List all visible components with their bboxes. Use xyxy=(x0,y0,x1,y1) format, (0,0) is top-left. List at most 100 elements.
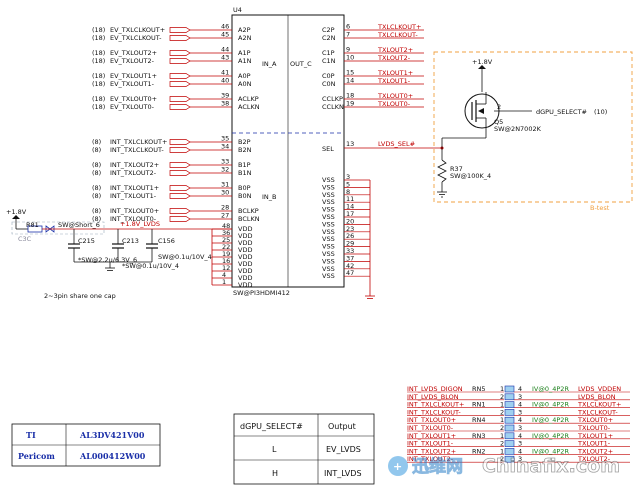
pin-name: VSS xyxy=(322,265,335,273)
pin-name: VDD xyxy=(238,253,252,261)
pin-number: 35 xyxy=(221,135,229,143)
net-page-ref: (18) xyxy=(92,80,105,88)
off-page-connector-icon xyxy=(169,185,191,191)
rn-pin: 2 xyxy=(500,393,504,401)
net-label: INT_TXLOUT0+ xyxy=(110,207,159,215)
off-page-connector-icon xyxy=(169,58,191,64)
cap-note: 2~3pin share one cap xyxy=(44,292,116,300)
sel-pin-num: 13 xyxy=(346,140,354,148)
q5-gate-pin: 2 xyxy=(497,103,501,111)
vendor-2-name: Pericom xyxy=(18,451,55,461)
truth-header-output: Output xyxy=(328,422,356,431)
watermark-cn: 迅维网 xyxy=(412,456,463,477)
rn-pin: 4 xyxy=(518,401,522,409)
pin-number: 14 xyxy=(346,203,354,211)
pin-name: VSS xyxy=(322,250,335,258)
pin-name: B1P xyxy=(238,161,251,169)
net-label: TXLOUT2- xyxy=(377,54,411,62)
net-label: INT_TXLOUT0- xyxy=(110,215,157,223)
pin-name: A1N xyxy=(238,57,252,65)
rn-left-net: INT_TXLOUT1+ xyxy=(407,432,456,440)
off-page-connector-icon xyxy=(169,73,191,79)
pin-number: 46 xyxy=(221,23,229,31)
pin-name: B0N xyxy=(238,192,252,200)
chinafix-logo-icon xyxy=(388,456,408,476)
net-label: TXLOUT0+ xyxy=(377,92,413,100)
r37-value: SW@100K_4 xyxy=(450,172,491,180)
rn-pin: 2 xyxy=(500,424,504,432)
off-page-connector-icon xyxy=(169,27,191,33)
rn-right-net: TXLCLKOUT+ xyxy=(577,401,621,409)
pin-number: 42 xyxy=(346,262,354,270)
vendor-2-part: AL000412W00 xyxy=(79,451,146,461)
net-label: TXLOUT1+ xyxy=(377,69,413,77)
rn-left-net: INT_TXLCLKOUT- xyxy=(407,408,461,416)
c156-capacitor-icon xyxy=(146,229,158,262)
pin-number: 12 xyxy=(222,264,230,272)
off-page-connector-icon xyxy=(169,193,191,199)
net-label: INT_TXLOUT2+ xyxy=(110,161,159,169)
pin-name: BCLKN xyxy=(238,215,260,223)
net-label: INT_TXLCLKOUT+ xyxy=(110,138,167,146)
pin-name: VDD xyxy=(238,232,252,240)
net-page-ref: (8) xyxy=(92,138,101,146)
rn-pin: 3 xyxy=(518,393,522,401)
pin-name: B1N xyxy=(238,169,252,177)
rail-left-label: +1.8V xyxy=(6,208,27,216)
rn-pin: 4 xyxy=(518,432,522,440)
pin-number: 36 xyxy=(222,229,230,237)
pin-number: 19 xyxy=(222,250,230,258)
net-page-ref: (18) xyxy=(92,49,105,57)
off-page-connector-icon xyxy=(169,162,191,168)
rn-pin: 2 xyxy=(500,408,504,416)
net-label: EV_TXLOUT2- xyxy=(110,57,155,65)
pin-number: 30 xyxy=(221,189,229,197)
off-page-connector-icon xyxy=(169,208,191,214)
rn-value: IV@0_4P2R xyxy=(532,385,569,393)
rn-pin: 4 xyxy=(518,385,522,393)
net-label: INT_TXLOUT1- xyxy=(110,192,157,200)
vdd-pin-row: 19 VDD xyxy=(212,250,252,261)
rn-left-net: INT_LVDS_DIGON xyxy=(407,385,463,393)
pin-name: VSS xyxy=(322,235,335,243)
pin-number: 3 xyxy=(346,173,350,181)
rn-resistor-icon xyxy=(504,448,515,455)
pin-name: VSS xyxy=(322,243,335,251)
pin-name: VSS xyxy=(322,191,335,199)
watermark: + 迅维网 Chinafix.com xyxy=(388,455,620,477)
pin-number: 17 xyxy=(346,210,354,218)
off-page-connector-icon xyxy=(169,216,191,222)
rn-value: IV@0_4P2R xyxy=(532,416,569,424)
pin-number: 14 xyxy=(346,77,354,85)
pin-name: VDD xyxy=(238,267,252,275)
rn-pin: 1 xyxy=(500,401,504,409)
pin-name: VSS xyxy=(322,272,335,280)
pin-name: C0P xyxy=(322,72,335,80)
net-page-ref: (8) xyxy=(92,192,101,200)
net-label: INT_TXLCLKOUT- xyxy=(110,146,164,154)
net-page-ref: (18) xyxy=(92,72,105,80)
q5-ref: Q5 xyxy=(494,118,503,126)
pin-name: B2P xyxy=(238,138,251,146)
rn-pin: 2 xyxy=(500,455,504,463)
rn-left-net: INT_TXLCLKOUT+ xyxy=(407,401,464,409)
net-label: TXLCLKOUT+ xyxy=(377,23,421,31)
pin-number: 37 xyxy=(346,254,354,262)
rn-left-net: INT_TXLOUT2+ xyxy=(407,447,456,455)
pin-number: 23 xyxy=(346,225,354,233)
